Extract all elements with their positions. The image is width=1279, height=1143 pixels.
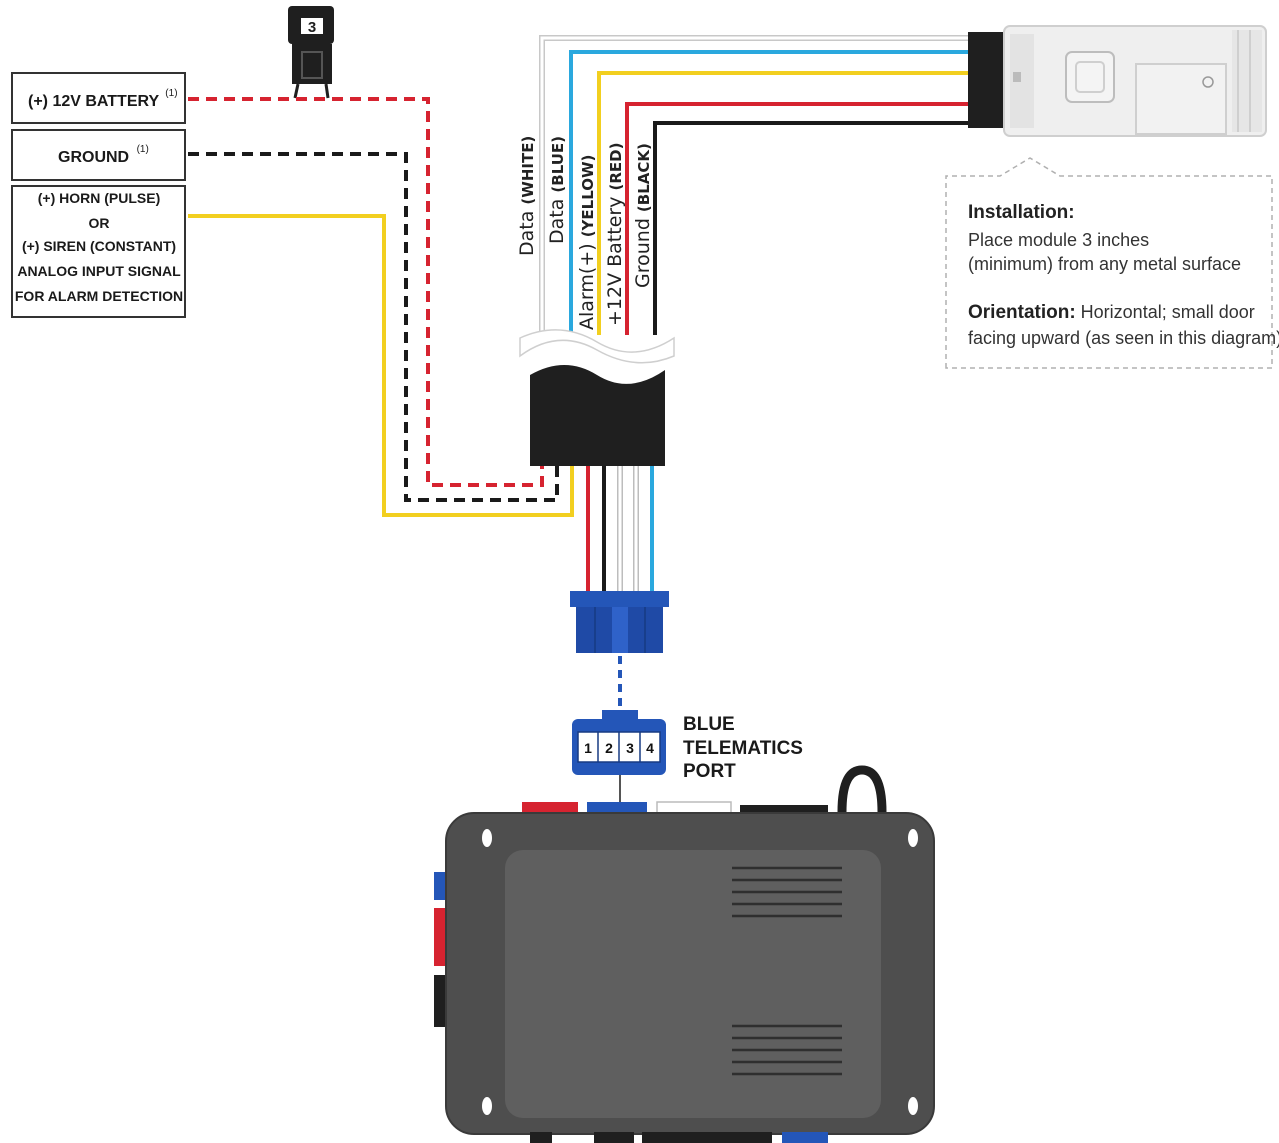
installation-note: Installation: Place module 3 inches (min…	[945, 157, 1279, 369]
port-pin-1: 1	[584, 740, 592, 756]
wire-label-alarm-yellow: Alarm(+) (YELLOW)	[576, 155, 598, 330]
wire-label-ground-black: Ground (BLACK)	[632, 143, 654, 288]
installation-title: Installation:	[968, 202, 1075, 223]
svg-text:+12V Battery (RED): +12V Battery (RED)	[604, 143, 626, 326]
harness-blue-connector	[570, 591, 669, 653]
horn-line-1: (+) HORN (PULSE)	[38, 190, 161, 206]
horn-line-4: ANALOG INPUT SIGNAL	[17, 263, 181, 279]
battery-terminal-label: (+) 12V BATTERY	[28, 93, 159, 110]
svg-text:Ground (BLACK): Ground (BLACK)	[632, 143, 654, 288]
port-pin-2: 2	[605, 740, 613, 756]
wire-bundle-upper	[539, 35, 968, 335]
horn-siren-terminal-box: (+) HORN (PULSE) OR (+) SIREN (CONSTANT)…	[11, 185, 186, 318]
horn-line-2: OR	[89, 215, 110, 231]
svg-text:Data (WHITE): Data (WHITE)	[516, 136, 538, 256]
svg-text:PORT: PORT	[683, 761, 736, 782]
fuse-label: 3	[308, 19, 316, 36]
blue-telematics-port: 1 2 3 4	[572, 710, 666, 803]
svg-text:Data (BLUE): Data (BLUE)	[546, 136, 568, 244]
svg-text:Orientation: Horizontal; small: Orientation: Horizontal; small door	[968, 302, 1255, 323]
svg-text:GROUND (1): GROUND (1)	[58, 144, 149, 166]
wire-label-battery-red: +12V Battery (RED)	[604, 143, 626, 326]
horn-alarm-wire	[188, 214, 574, 517]
port-pin-3: 3	[626, 740, 634, 756]
remote-start-module	[434, 765, 935, 1143]
ground-terminal-label: GROUND	[58, 149, 129, 166]
ground-footnote: (1)	[137, 144, 149, 155]
ground-terminal-box: GROUND (1)	[11, 129, 186, 181]
port-pin-4: 4	[646, 740, 654, 756]
wire-break-splice	[519, 329, 675, 466]
svg-text:(+) 12V BATTERY (1): (+) 12V BATTERY (1)	[28, 88, 178, 110]
orientation-title: Orientation:	[968, 302, 1076, 323]
battery-footnote: (1)	[165, 88, 177, 99]
port-label: BLUE TELEMATICS PORT	[683, 714, 803, 782]
wire-label-data-white: Data (WHITE)	[516, 136, 538, 256]
installation-line-1: Place module 3 inches	[968, 230, 1149, 250]
horn-line-3: (+) SIREN (CONSTANT)	[22, 238, 176, 254]
svg-text:Alarm(+) (YELLOW): Alarm(+) (YELLOW)	[576, 155, 598, 330]
harness-lower-wires	[586, 466, 654, 592]
telematics-module	[968, 25, 1267, 137]
installation-line-2: (minimum) from any metal surface	[968, 254, 1241, 274]
fuse-icon: 3	[288, 6, 334, 99]
svg-text:TELEMATICS: TELEMATICS	[683, 738, 803, 759]
orientation-line-2: facing upward (as seen in this diagram)	[968, 328, 1279, 348]
horn-line-5: FOR ALARM DETECTION	[15, 288, 183, 304]
orientation-line-1: Horizontal; small door	[1076, 302, 1255, 322]
ground-dashed-wire	[188, 152, 559, 502]
battery-dashed-wire	[188, 97, 544, 487]
wire-label-data-blue: Data (BLUE)	[546, 136, 568, 244]
battery-terminal-box: (+) 12V BATTERY (1)	[11, 72, 186, 124]
svg-text:BLUE: BLUE	[683, 714, 735, 735]
